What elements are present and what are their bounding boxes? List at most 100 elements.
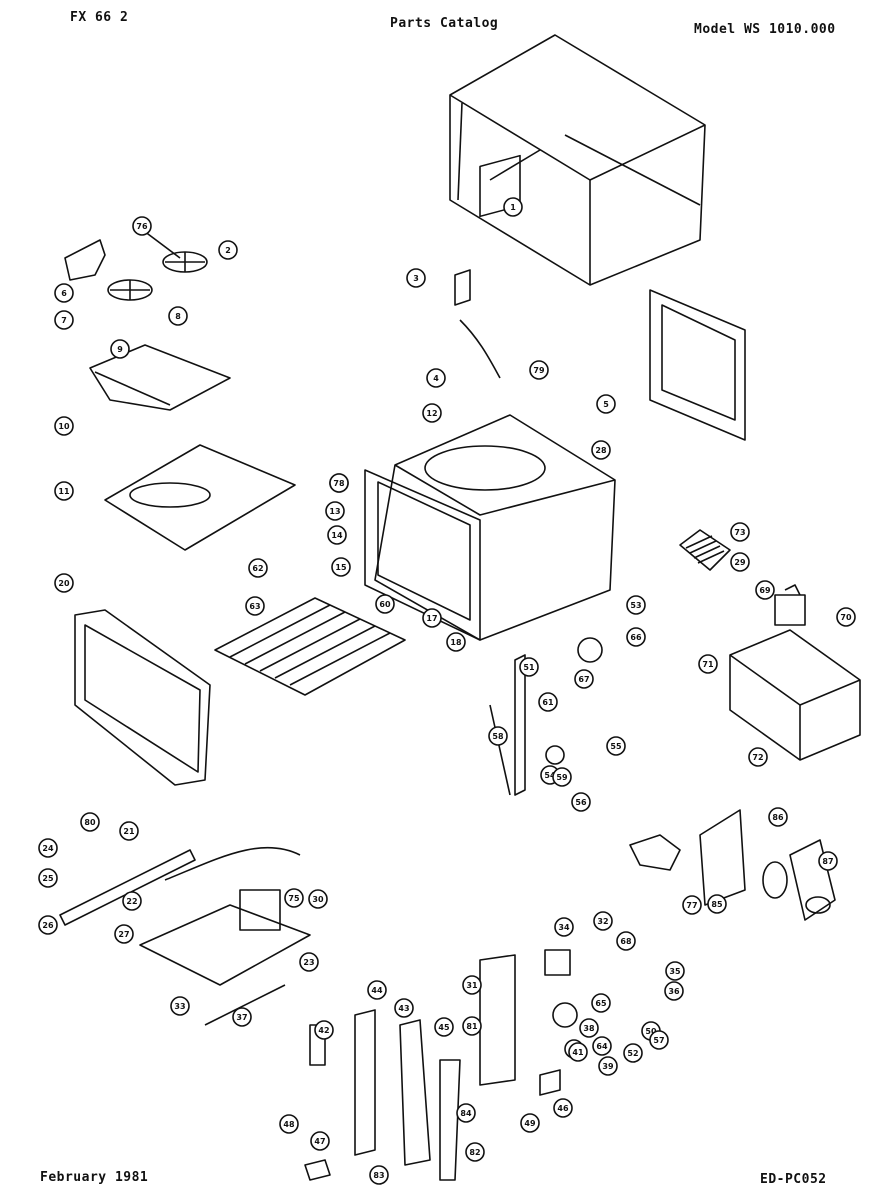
callout-label: 85 [711, 900, 723, 909]
callout-label: 82 [469, 1148, 480, 1157]
callout-86: 86 [768, 807, 788, 827]
catalog-code: FX 66 2 [70, 10, 129, 25]
callout-15: 15 [331, 557, 351, 577]
callout-37: 37 [232, 1007, 252, 1027]
callout-label: 65 [595, 999, 607, 1008]
callout-label: 49 [524, 1119, 536, 1128]
callout-47: 47 [310, 1131, 330, 1151]
callout-label: 38 [583, 1024, 595, 1033]
callout-71: 71 [698, 654, 718, 674]
callout-label: 41 [572, 1048, 584, 1057]
callout-68: 68 [616, 931, 636, 951]
callout-8: 8 [168, 306, 188, 326]
callout-22: 22 [122, 891, 142, 911]
callout-label: 33 [174, 1002, 185, 1011]
callout-12: 12 [422, 403, 442, 423]
callout-62: 62 [248, 558, 268, 578]
callout-label: 57 [653, 1036, 664, 1045]
callout-label: 71 [702, 660, 714, 669]
callout-69: 69 [755, 580, 775, 600]
callout-label: 59 [556, 773, 568, 782]
callout-label: 32 [597, 917, 608, 926]
control-panel [354, 949, 578, 1181]
callout-35: 35 [665, 961, 685, 981]
callout-18: 18 [446, 632, 466, 652]
callout-65: 65 [591, 993, 611, 1013]
hardware-parts [204, 637, 681, 1181]
callout-76: 76 [132, 216, 152, 236]
callout-label: 77 [686, 901, 697, 910]
callout-17: 17 [422, 608, 442, 628]
callout-label: 6 [61, 289, 67, 298]
callout-label: 87 [822, 857, 833, 866]
callout-48: 48 [279, 1114, 299, 1134]
callout-13: 13 [325, 501, 345, 521]
callout-label: 53 [630, 601, 641, 610]
callout-label: 31 [466, 981, 478, 990]
callout-label: 25 [42, 874, 54, 883]
callout-38: 38 [579, 1018, 599, 1038]
model-number: Model WS 1010.000 [694, 22, 836, 37]
callout-42: 42 [314, 1020, 334, 1040]
callout-label: 28 [595, 446, 607, 455]
callout-label: 20 [58, 579, 70, 588]
callout-label: 52 [627, 1049, 638, 1058]
callout-label: 15 [335, 563, 347, 572]
callout-39: 39 [598, 1056, 618, 1076]
callout-78: 78 [329, 473, 349, 493]
callout-label: 68 [620, 937, 632, 946]
callout-label: 67 [578, 675, 589, 684]
callout-55: 55 [606, 736, 626, 756]
callout-5: 5 [596, 394, 616, 414]
callout-59: 59 [552, 767, 572, 787]
callout-64: 64 [592, 1036, 612, 1056]
callout-label: 23 [303, 958, 314, 967]
bracket-plate [89, 344, 231, 411]
callout-79: 79 [529, 360, 549, 380]
callout-label: 26 [42, 921, 54, 930]
callout-34: 34 [554, 917, 574, 937]
callout-label: 14 [331, 531, 343, 540]
callout-27: 27 [114, 924, 134, 944]
callout-60: 60 [375, 594, 395, 614]
callout-label: 27 [118, 930, 129, 939]
callout-label: 56 [575, 798, 587, 807]
callout-label: 64 [596, 1042, 608, 1051]
callout-label: 11 [58, 487, 70, 496]
oven-door [74, 609, 211, 786]
callout-21: 21 [119, 821, 139, 841]
callout-26: 26 [38, 915, 58, 935]
magnetron [774, 584, 806, 626]
callout-label: 21 [123, 827, 135, 836]
callout-label: 39 [602, 1062, 614, 1071]
callout-label: 35 [669, 967, 681, 976]
callout-58: 58 [488, 726, 508, 746]
callout-24: 24 [38, 838, 58, 858]
callout-label: 37 [236, 1013, 247, 1022]
callout-label: 70 [840, 613, 852, 622]
callout-63: 63 [245, 596, 265, 616]
callout-30: 30 [308, 889, 328, 909]
callout-4: 4 [426, 368, 446, 388]
callout-label: 9 [117, 345, 123, 354]
callout-80: 80 [80, 812, 100, 832]
callout-label: 4 [433, 374, 439, 383]
oven-cavity [364, 414, 616, 641]
callout-label: 58 [492, 732, 504, 741]
callout-67: 67 [574, 669, 594, 689]
fan-assembly [64, 227, 208, 301]
callout-32: 32 [593, 911, 613, 931]
callout-23: 23 [299, 952, 319, 972]
callout-label: 12 [426, 409, 437, 418]
callout-1: 1 [503, 197, 523, 217]
callout-41: 41 [568, 1042, 588, 1062]
callout-51: 51 [519, 657, 539, 677]
callout-43: 43 [394, 998, 414, 1018]
callout-label: 83 [373, 1171, 384, 1180]
callout-label: 73 [734, 528, 745, 537]
callout-7: 7 [54, 310, 74, 330]
callout-label: 22 [126, 897, 137, 906]
callout-label: 13 [329, 507, 340, 516]
callout-31: 31 [462, 975, 482, 995]
callout-label: 46 [557, 1104, 569, 1113]
